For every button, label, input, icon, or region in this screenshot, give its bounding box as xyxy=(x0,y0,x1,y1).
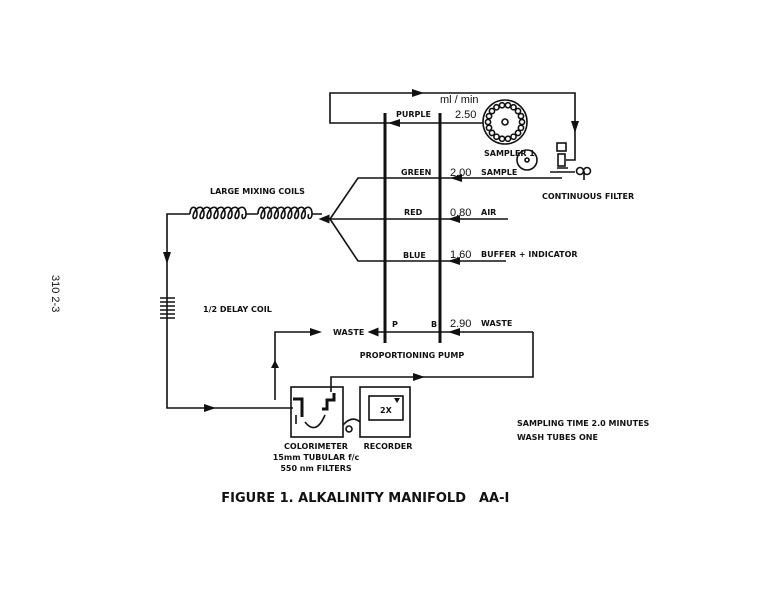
sample-cup-icon xyxy=(514,129,522,137)
sample-cup-icon xyxy=(488,129,496,137)
waste-desc: WASTE xyxy=(481,319,512,328)
sample-cup-icon xyxy=(498,101,506,109)
sample-cup-icon xyxy=(485,112,493,120)
figure-code: AA-I xyxy=(479,491,509,506)
sample-cup-icon xyxy=(510,103,517,111)
recorder-scale: 2X xyxy=(380,406,393,415)
blue-rate: 1.60 xyxy=(450,249,471,261)
green-label: GREEN xyxy=(401,168,431,177)
waste-label: WASTE xyxy=(333,328,364,337)
green-desc: SAMPLE xyxy=(481,168,517,177)
sample-cup-icon xyxy=(493,103,500,111)
mixing-coil-icon xyxy=(189,206,313,220)
recorder-label: RECORDER xyxy=(364,442,413,451)
sampling-time: SAMPLING TIME 2.0 MINUTES xyxy=(517,419,650,428)
delay-coil-label: 1/2 DELAY COIL xyxy=(203,305,272,314)
side-label: 310 2-3 xyxy=(49,275,61,312)
colorimeter-icon xyxy=(290,386,344,438)
sample-cup-icon xyxy=(514,107,522,115)
units-label: ml / min xyxy=(440,94,479,106)
mixing-coils-label: LARGE MIXING COILS xyxy=(210,187,305,196)
colorimeter-filters: 550 nm FILTERS xyxy=(280,464,352,473)
red-rate: 0.80 xyxy=(450,207,471,219)
sampler-icon xyxy=(482,99,528,145)
recorder-icon xyxy=(342,386,411,438)
pump-label: PROPORTIONING PUMP xyxy=(360,351,465,360)
continuous-filter-icon xyxy=(516,142,592,180)
waste-b-label: B xyxy=(431,320,437,329)
waste-rate: 2.90 xyxy=(450,318,471,330)
sample-cup-icon xyxy=(518,118,526,126)
sample-cup-icon xyxy=(510,133,517,141)
filter-label: CONTINUOUS FILTER xyxy=(542,192,634,201)
sampler-label: SAMPLER 1 xyxy=(484,149,535,158)
wash-tubes: WASH TUBES ONE xyxy=(517,433,598,442)
sample-cup-icon xyxy=(504,135,512,143)
colorimeter-tube: 15mm TUBULAR f/c xyxy=(273,453,360,462)
red-desc: AIR xyxy=(481,208,496,217)
waste-p-label: P xyxy=(392,320,398,329)
sample-cup-icon xyxy=(504,101,512,109)
sample-cup-icon xyxy=(485,124,493,132)
red-label: RED xyxy=(404,208,423,217)
sample-cup-icon xyxy=(484,118,492,126)
sampler-loop xyxy=(329,89,579,161)
delay-coil-icon xyxy=(160,297,175,319)
purple-rate: 2.50 xyxy=(455,109,476,121)
green-rate: 2.00 xyxy=(450,167,471,179)
blue-desc: BUFFER + INDICATOR xyxy=(481,250,578,259)
sample-cup-icon xyxy=(498,135,506,143)
sample-cup-icon xyxy=(517,124,525,132)
sample-cup-icon xyxy=(488,107,496,115)
colorimeter-label: COLORIMETER xyxy=(284,442,348,451)
sample-cup-icon xyxy=(517,112,525,120)
coil-loop-icon xyxy=(257,206,313,220)
figure-title: FIGURE 1. ALKALINITY MANIFOLD xyxy=(221,491,466,506)
sample-cup-icon xyxy=(493,133,500,141)
blue-label: BLUE xyxy=(403,251,426,260)
purple-label: PURPLE xyxy=(396,110,431,119)
coil-loop-icon xyxy=(189,206,247,220)
